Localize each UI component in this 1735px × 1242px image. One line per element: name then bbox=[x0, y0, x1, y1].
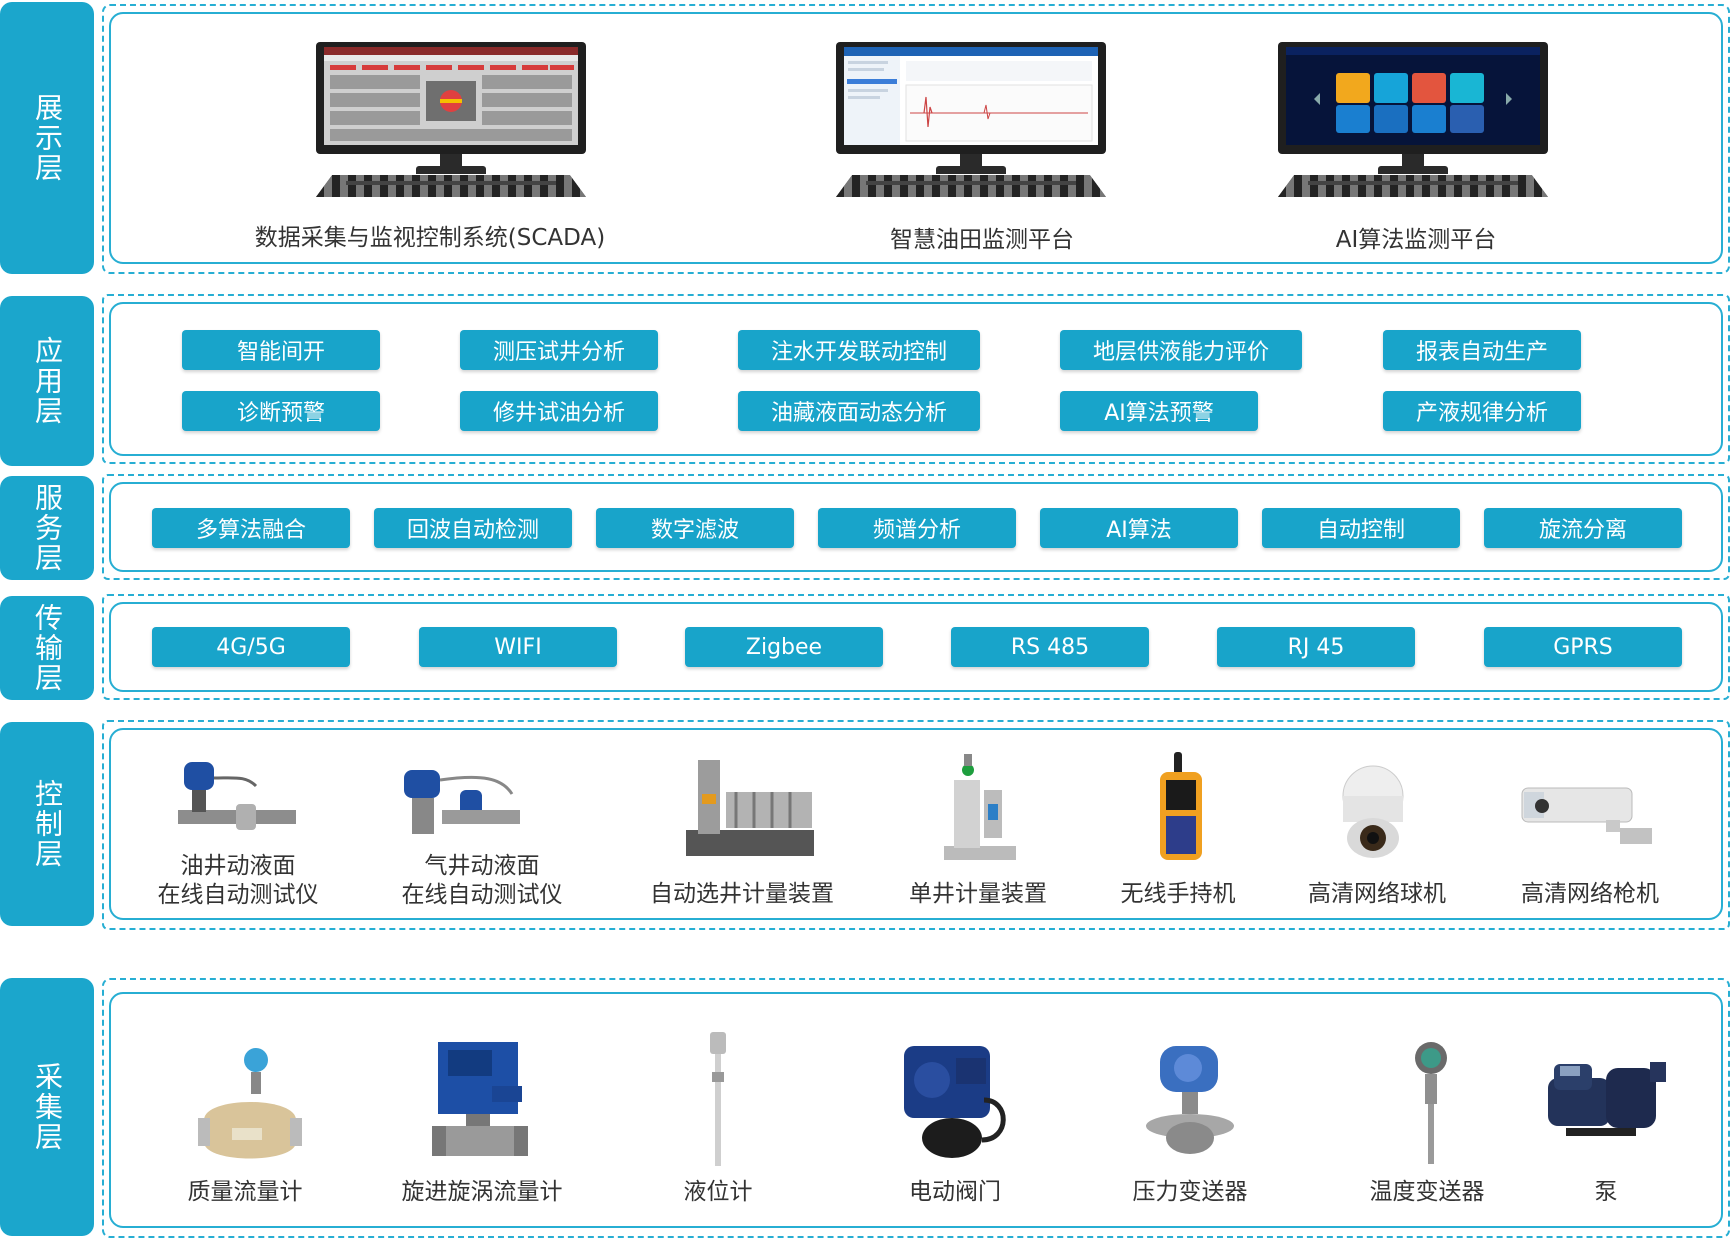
svc-item-multi-algorithm: 多算法融合 bbox=[152, 508, 350, 548]
oil-well-tester-image bbox=[178, 762, 296, 830]
layer-label-collection: 采集层 bbox=[0, 978, 94, 1236]
app-item-smart-intermittent: 智能间开 bbox=[182, 330, 380, 370]
dome-camera-image bbox=[1342, 765, 1404, 858]
smart-oilfield-caption: 智慧油田监测平台 bbox=[890, 227, 1074, 253]
temperature-transmitter-label: 温度变送器 bbox=[1369, 1179, 1485, 1205]
app-item-pressure-test: 测压试井分析 bbox=[460, 330, 658, 370]
gas-well-tester-label-1: 气井动液面 bbox=[424, 853, 540, 879]
app-item-reservoir-level: 油藏液面动态分析 bbox=[738, 391, 980, 431]
display-dashed-frame bbox=[102, 4, 1730, 274]
layer-label-service: 服务层 bbox=[0, 476, 94, 580]
ai-platform-caption: AI算法监测平台 bbox=[1335, 227, 1497, 253]
collection-dashed-frame bbox=[102, 978, 1730, 1238]
app-item-production-pattern: 产液规律分析 bbox=[1383, 391, 1581, 431]
bullet-camera-image bbox=[1521, 787, 1652, 844]
vortex-flowmeter-label: 旋进旋涡流量计 bbox=[401, 1179, 563, 1205]
level-gauge-label: 液位计 bbox=[683, 1179, 753, 1205]
pressure-transmitter-image bbox=[1146, 1046, 1234, 1154]
svc-item-auto-control: 自动控制 bbox=[1262, 508, 1460, 548]
pressure-transmitter-label: 压力变送器 bbox=[1132, 1179, 1248, 1205]
svc-item-cyclone-separation: 旋流分离 bbox=[1484, 508, 1682, 548]
gas-well-tester-image bbox=[404, 770, 520, 834]
net-item-4g5g: 4G/5G bbox=[152, 627, 350, 667]
net-item-rj45: RJ 45 bbox=[1217, 627, 1415, 667]
net-item-wifi: WIFI bbox=[419, 627, 617, 667]
gas-well-tester-label-2: 在线自动测试仪 bbox=[401, 882, 563, 908]
layer-label-application: 应用层 bbox=[0, 296, 94, 466]
electric-valve-label: 电动阀门 bbox=[909, 1179, 1001, 1205]
svc-item-spectrum-analysis: 频谱分析 bbox=[818, 508, 1016, 548]
net-item-zigbee: Zigbee bbox=[685, 627, 883, 667]
app-item-auto-report: 报表自动生产 bbox=[1383, 330, 1581, 370]
pump-image bbox=[1548, 1062, 1666, 1136]
smart-oilfield-screen bbox=[844, 47, 1098, 145]
svc-item-echo-detection: 回波自动检测 bbox=[374, 508, 572, 548]
single-metering-image bbox=[944, 754, 1016, 860]
temperature-transmitter-image bbox=[1415, 1042, 1447, 1164]
handheld-label: 无线手持机 bbox=[1120, 881, 1236, 907]
transport-dashed-frame bbox=[102, 594, 1730, 700]
electric-valve-image bbox=[904, 1046, 1006, 1158]
control-panel bbox=[109, 728, 1723, 920]
dome-camera-label: 高清网络球机 bbox=[1308, 881, 1446, 907]
application-dashed-frame bbox=[102, 294, 1730, 464]
auto-metering-label: 自动选井计量装置 bbox=[650, 881, 834, 907]
svc-item-digital-filter: 数字滤波 bbox=[596, 508, 794, 548]
auto-metering-image bbox=[686, 760, 814, 856]
level-gauge-image bbox=[710, 1032, 726, 1166]
svc-item-ai-algorithm: AI算法 bbox=[1040, 508, 1238, 548]
app-item-ai-warning: AI算法预警 bbox=[1060, 391, 1258, 431]
control-dashed-frame bbox=[102, 720, 1730, 930]
net-item-rs485: RS 485 bbox=[951, 627, 1149, 667]
app-item-workover-analysis: 修井试油分析 bbox=[460, 391, 658, 431]
scada-screen bbox=[324, 47, 578, 145]
application-panel bbox=[109, 302, 1723, 456]
net-item-gprs: GPRS bbox=[1484, 627, 1682, 667]
app-item-formation-supply: 地层供液能力评价 bbox=[1060, 330, 1302, 370]
layer-label-display: 展示层 bbox=[0, 2, 94, 274]
layer-label-control: 控制层 bbox=[0, 722, 94, 926]
ai-platform-screen bbox=[1286, 47, 1540, 145]
oil-well-tester-label-2: 在线自动测试仪 bbox=[157, 882, 319, 908]
mass-flowmeter-label: 质量流量计 bbox=[187, 1179, 303, 1205]
service-dashed-frame bbox=[102, 474, 1730, 580]
bullet-camera-label: 高清网络枪机 bbox=[1521, 881, 1659, 907]
single-metering-label: 单井计量装置 bbox=[909, 881, 1047, 907]
pump-label: 泵 bbox=[1594, 1179, 1618, 1205]
handheld-image bbox=[1160, 752, 1202, 860]
app-item-water-injection: 注水开发联动控制 bbox=[738, 330, 980, 370]
vortex-flowmeter-image bbox=[432, 1042, 528, 1156]
transport-panel bbox=[109, 602, 1723, 692]
layer-label-transport: 传输层 bbox=[0, 596, 94, 700]
oil-well-tester-label-1: 油井动液面 bbox=[180, 853, 296, 879]
scada-caption: 数据采集与监视控制系统(SCADA) bbox=[254, 225, 606, 251]
app-item-diagnosis-warning: 诊断预警 bbox=[182, 391, 380, 431]
mass-flowmeter-image bbox=[198, 1048, 302, 1159]
